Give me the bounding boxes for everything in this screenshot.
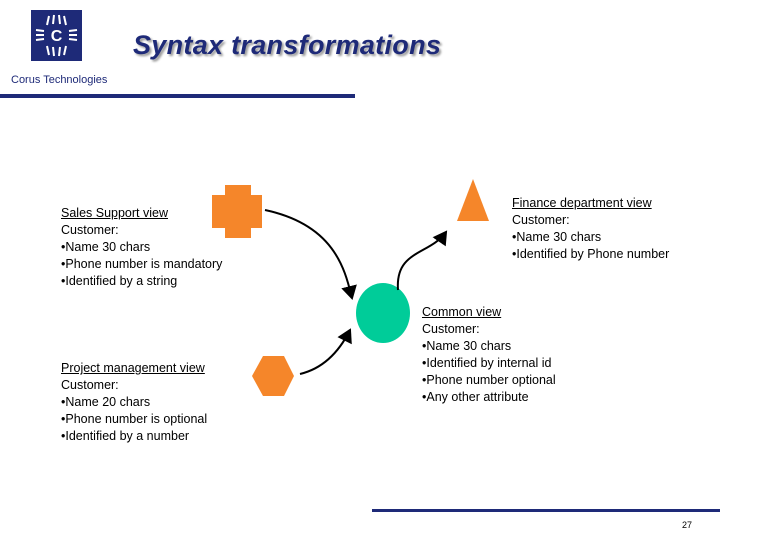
project-view-heading: Project management view <box>61 361 205 375</box>
logo-letter: C <box>51 28 63 45</box>
sales-view-line: •Phone number is mandatory <box>61 257 223 271</box>
page-number: 27 <box>682 520 693 530</box>
project-management-view: Project management view Customer: •Name … <box>61 360 207 445</box>
cross-shape-icon <box>212 185 262 238</box>
company-logo: C <box>31 10 82 61</box>
project-view-line: •Name 20 chars <box>61 395 151 409</box>
common-view-line: •Name 30 chars <box>422 339 512 353</box>
arrow-project-to-common <box>299 328 352 375</box>
sales-view-heading: Sales Support view <box>61 206 169 220</box>
company-name: Corus Technologies <box>11 74 108 86</box>
title-divider <box>0 94 355 98</box>
project-view-line: Customer: <box>61 378 119 392</box>
common-view-line: •Any other attribute <box>422 390 529 404</box>
common-view-circle-icon <box>356 283 410 343</box>
sales-view-line: Customer: <box>61 223 119 237</box>
triangle-shape-icon <box>457 179 489 221</box>
finance-department-view: Finance department view Customer: •Name … <box>512 195 669 263</box>
common-view-heading: Common view <box>422 305 502 319</box>
arrow-sales-to-common <box>264 209 357 300</box>
common-view-line: •Phone number optional <box>422 373 556 387</box>
common-view-line: •Identified by internal id <box>422 356 552 370</box>
project-view-line: •Phone number is optional <box>61 412 208 426</box>
sales-support-view: Sales Support view Customer: •Name 30 ch… <box>61 205 222 290</box>
project-view-line: •Identified by a number <box>61 429 190 443</box>
finance-view-line: Customer: <box>512 213 570 227</box>
finance-view-line: •Identified by Phone number <box>512 247 670 261</box>
common-view-line: Customer: <box>422 322 480 336</box>
footer-divider <box>372 509 720 512</box>
finance-view-line: •Name 30 chars <box>512 230 602 244</box>
hexagon-shape-icon <box>252 356 294 396</box>
logo-mark-icon: C <box>35 14 78 57</box>
common-view: Common view Customer: •Name 30 chars •Id… <box>422 304 556 406</box>
page-title: Syntax transformations <box>133 30 442 60</box>
arrow-common-to-finance <box>396 230 448 291</box>
sales-view-line: •Identified by a string <box>61 274 178 288</box>
finance-view-heading: Finance department view <box>512 196 652 210</box>
sales-view-line: •Name 30 chars <box>61 240 151 254</box>
